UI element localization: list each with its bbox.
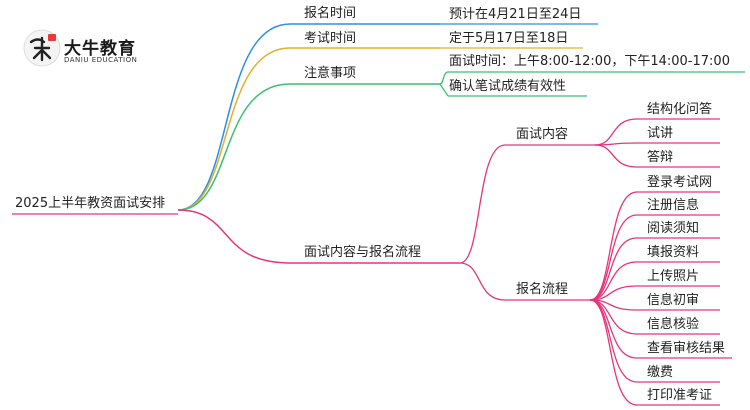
subbranch-interview-content: 面试内容 xyxy=(516,127,569,142)
root-node: 2025上半年教资面试安排 xyxy=(15,196,166,211)
leaf-signup-date: 预计在4月21日至24日 xyxy=(449,7,582,22)
leaf-defense: 答辩 xyxy=(647,150,674,165)
branch-line-exam-time-curve xyxy=(177,47,291,211)
leaf-interview-hours: 面试时间：上午8:00-12:00，下午14:00-17:00 xyxy=(449,54,730,69)
sub-curve-interview-content xyxy=(459,144,506,264)
leaf-confirm-scores: 确认笔试成绩有效性 xyxy=(449,79,567,94)
leaf-exam-date: 定于5月17日至18日 xyxy=(449,31,569,46)
leaf-step-check-result: 查看审核结果 xyxy=(647,341,726,356)
branch-line-signup-time-curve xyxy=(177,23,291,211)
content-leaf-curve-2 xyxy=(594,144,638,168)
process-leaf-curve-0 xyxy=(589,191,638,301)
process-leaf-curve-1 xyxy=(589,214,638,301)
leaf-curve-confirm-scores xyxy=(439,83,449,97)
branch-line-notes-curve xyxy=(177,83,291,211)
branch-node-content-process: 面试内容与报名流程 xyxy=(304,245,422,260)
sub-curve-signup-process xyxy=(459,262,506,301)
leaf-step-fill-info: 填报资料 xyxy=(647,245,700,260)
process-leaf-curve-8 xyxy=(589,299,638,383)
content-leaf-curve-0 xyxy=(594,118,638,146)
subbranch-signup-process: 报名流程 xyxy=(516,282,569,297)
branch-line-content-process-curve xyxy=(177,209,291,264)
brand-logo-icon xyxy=(23,29,61,67)
process-leaf-curve-2 xyxy=(589,237,638,301)
leaf-structured-qa: 结构化问答 xyxy=(647,102,713,117)
leaf-curve-interview-hours xyxy=(439,71,449,85)
brand-name-en: DANIU EDUCATION xyxy=(64,56,138,64)
leaf-trial-lecture: 试讲 xyxy=(647,126,674,141)
brand-logo: 大牛教育 DANIU EDUCATION xyxy=(22,28,172,74)
brand-name: 大牛教育 xyxy=(64,39,136,59)
branch-node-signup-time: 报名时间 xyxy=(304,6,357,21)
process-leaf-curve-9 xyxy=(589,299,638,406)
branch-node-exam-time: 考试时间 xyxy=(304,31,357,46)
leaf-step-payment: 缴费 xyxy=(647,365,674,380)
leaf-step-print-ticket: 打印准考证 xyxy=(647,388,713,403)
leaf-step-initial-review: 信息初审 xyxy=(647,293,700,308)
branch-node-notes: 注意事项 xyxy=(304,66,357,81)
leaf-step-verification: 信息核验 xyxy=(647,317,700,332)
leaf-step-register: 注册信息 xyxy=(647,198,700,213)
leaf-step-upload-photo: 上传照片 xyxy=(647,269,700,284)
process-leaf-curve-6 xyxy=(589,299,638,335)
leaf-step-read-notice: 阅读须知 xyxy=(647,221,700,236)
leaf-step-login: 登录考试网 xyxy=(647,175,713,190)
process-leaf-curve-3 xyxy=(589,261,638,301)
